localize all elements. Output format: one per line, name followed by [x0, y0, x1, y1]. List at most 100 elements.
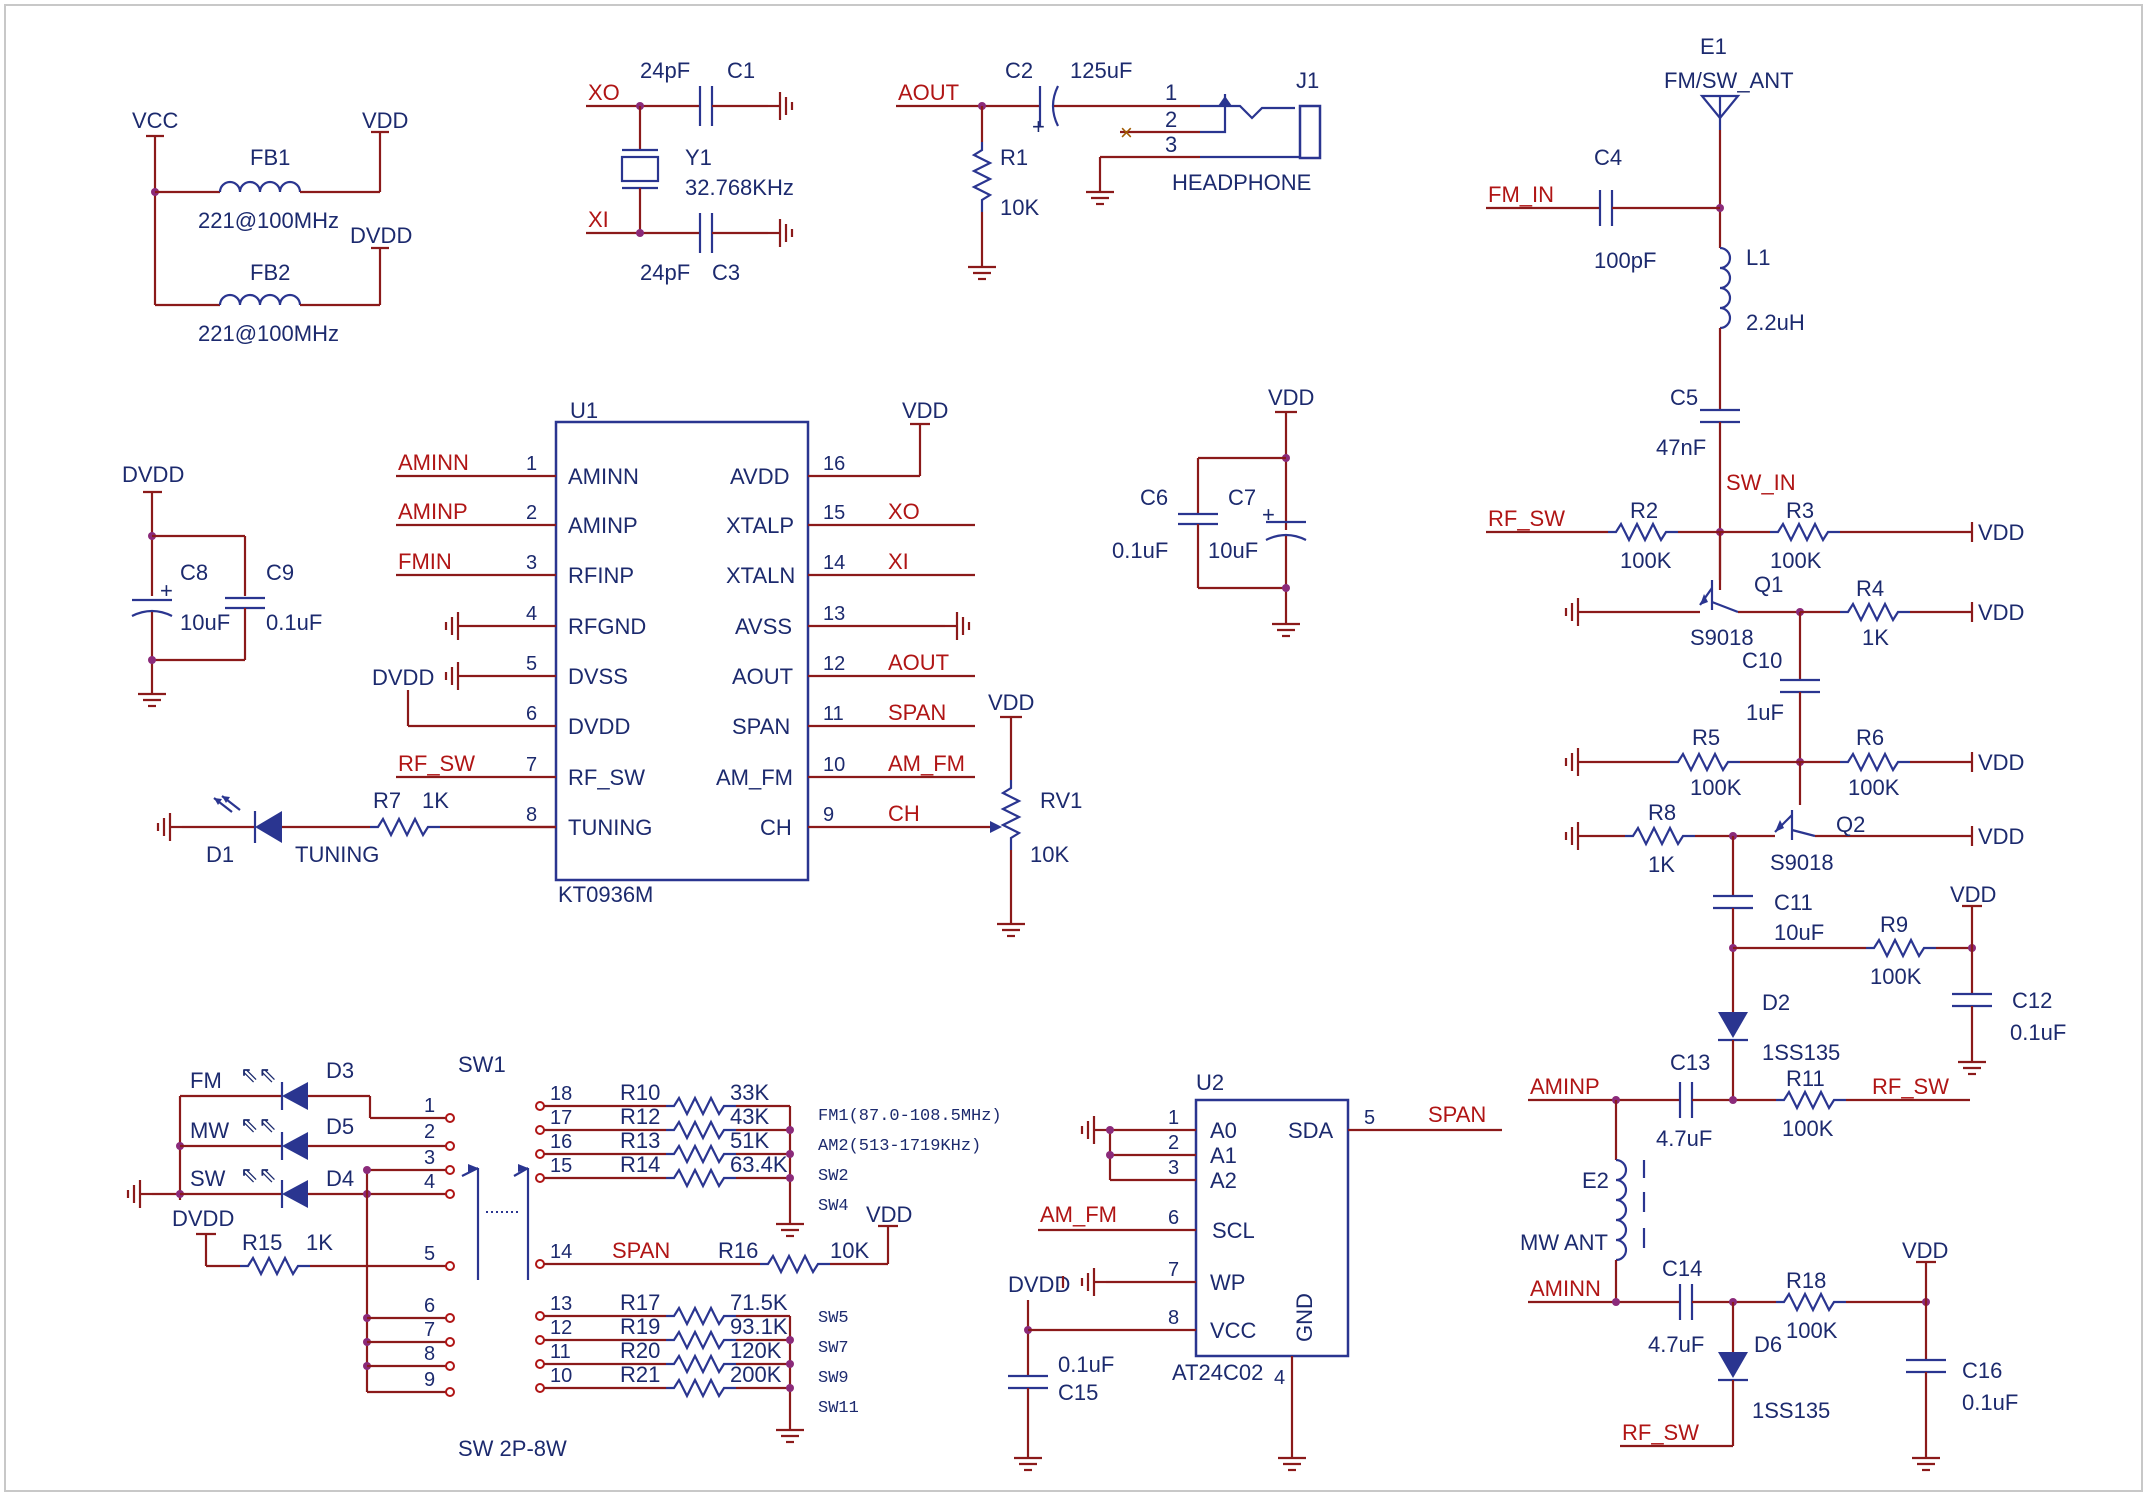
r12-value: 43K [730, 1104, 769, 1129]
dvdd-r15: DVDD [172, 1206, 234, 1231]
led-d3-rays: ⇖⇖ [240, 1062, 277, 1087]
u1-pin16-name: AVDD [730, 464, 790, 489]
u1-right-pins: VDD XO XI AOUT SPAN AM_FM CH 16 15 14 13… [716, 398, 990, 840]
vdd-label-fb1: VDD [362, 108, 408, 133]
tuning-label: TUNING [295, 842, 379, 867]
aminp-net: AMINP [1530, 1074, 1600, 1099]
sw1-pin18: 18 [550, 1083, 572, 1105]
u1-pin10-name: AM_FM [716, 765, 793, 790]
u2-pin-a1: A1 [1210, 1143, 1237, 1168]
r13-value: 51K [730, 1128, 769, 1153]
c2-value: 125uF [1070, 58, 1132, 83]
fb2-inductor [218, 293, 302, 307]
r19-value: 93.1K [730, 1314, 788, 1339]
sw1-pin6: 6 [424, 1295, 435, 1317]
l1-value: 2.2uH [1746, 310, 1805, 335]
u1-left-pins: AMINN AMINP FMIN DVDD RF_SW 1 2 3 4 5 6 … [372, 450, 652, 840]
u2-body [1194, 1098, 1350, 1358]
r1-ref: R1 [1000, 145, 1028, 170]
u1-net-xo: XO [888, 499, 920, 524]
vdd-label-c7: VDD [1268, 385, 1314, 410]
sw1-pin15: 15 [550, 1155, 572, 1177]
u1-pin2-name: AMINP [568, 513, 638, 538]
u1-net-aminp: AMINP [398, 499, 468, 524]
j1-pin3: 3 [1165, 132, 1177, 157]
u2-pin3-num: 3 [1168, 1157, 1179, 1179]
sw1-pin2: 2 [424, 1121, 435, 1143]
u1-pin12-num: 12 [823, 653, 845, 675]
u1-pin13-name: AVSS [735, 614, 792, 639]
u1-pin5-name: DVSS [568, 664, 628, 689]
u1-pin14-name: XTALN [726, 563, 795, 588]
q1-ref: Q1 [1754, 572, 1783, 597]
q1-part: S9018 [1690, 625, 1754, 650]
vdd-label-rv1: VDD [988, 690, 1034, 715]
fb1-inductor [218, 180, 302, 194]
u1-part: KT0936M [558, 882, 653, 907]
u2-pin8-num: 8 [1168, 1307, 1179, 1329]
q2-part: S9018 [1770, 850, 1834, 875]
u2-part: AT24C02 [1172, 1360, 1263, 1385]
u2-pin-a0: A0 [1210, 1118, 1237, 1143]
c11-value: 10uF [1774, 920, 1824, 945]
r9-ref: R9 [1880, 912, 1908, 937]
sw1-pin16: 16 [550, 1131, 572, 1153]
r21-value: 200K [730, 1362, 782, 1387]
dvdd-label-c8: DVDD [122, 462, 184, 487]
band-note-sw5: SW5 [818, 1309, 849, 1328]
u1-body [554, 420, 810, 882]
headphone-section: AOUT + C2 125uF 1 × 2 3 J1 HEADPHONE R1 … [896, 58, 1322, 281]
u1-pin9-name: CH [760, 815, 792, 840]
c9-value: 0.1uF [266, 610, 322, 635]
u1-net-rfsw: RF_SW [398, 751, 475, 776]
sw1-part: SW 2P-8W [458, 1436, 567, 1461]
c6-ref: C6 [1140, 485, 1168, 510]
j1-pin2: 2 [1165, 107, 1177, 132]
sw1-pin7: 7 [424, 1319, 435, 1341]
u1-ref: U1 [570, 398, 598, 423]
c12-value: 0.1uF [2010, 1020, 2066, 1045]
r18-value: 100K [1786, 1318, 1838, 1343]
sw1-pin4: 4 [424, 1171, 435, 1193]
c10-value: 1uF [1746, 700, 1784, 725]
d2-ref: D2 [1762, 990, 1790, 1015]
c6-c7-decoupling: VDD + C6 0.1uF C7 10uF [1112, 385, 1314, 638]
r8-value: 1K [1648, 852, 1675, 877]
led-d4-ref: D4 [326, 1166, 354, 1191]
fb2-ref: FB2 [250, 260, 290, 285]
tuning-led-d1 [255, 811, 282, 843]
u1-net-fmin: FMIN [398, 549, 452, 574]
c16-value: 0.1uF [1962, 1390, 2018, 1415]
u2-pin-wp: WP [1210, 1270, 1245, 1295]
u2-ref: U2 [1196, 1070, 1224, 1095]
fb1-value: 221@100MHz [198, 208, 339, 233]
tuning-section: D1 TUNING R7 1K VDD RV1 10K [156, 690, 1082, 938]
r20-ref: R20 [620, 1338, 660, 1363]
u1-net-aout: AOUT [888, 650, 949, 675]
u1-pin6-num: 6 [526, 703, 537, 725]
c14-ref: C14 [1662, 1256, 1702, 1281]
u1-pin11-name: SPAN [732, 714, 790, 739]
rf-sw-net-3: RF_SW [1622, 1420, 1699, 1445]
q2-ref: Q2 [1836, 812, 1865, 837]
u1-pin7-num: 7 [526, 754, 537, 776]
rf-sw-net-1: RF_SW [1488, 506, 1565, 531]
r4-value: 1K [1862, 625, 1889, 650]
band-note-sw7: SW7 [818, 1339, 849, 1358]
aminn-net: AMINN [1530, 1276, 1601, 1301]
band-note-sw11: SW11 [818, 1399, 859, 1418]
r18-ref: R18 [1786, 1268, 1826, 1293]
u2-pin4-num: 4 [1274, 1367, 1285, 1389]
u2-pin7-num: 7 [1168, 1259, 1179, 1281]
band-note-sw9: SW9 [818, 1369, 849, 1388]
l1-ref: L1 [1746, 245, 1770, 270]
led-d3-fm [282, 1082, 308, 1110]
aout-net: AOUT [898, 80, 959, 105]
led-d4-rays: ⇖⇖ [240, 1162, 277, 1187]
c5-value: 47nF [1656, 435, 1706, 460]
headphone-jack-j1 [1298, 104, 1322, 160]
sw1-pin11: 11 [550, 1341, 571, 1363]
vdd-r6: VDD [1978, 750, 2024, 775]
c3-ref: C3 [712, 260, 740, 285]
c1-value: 24pF [640, 58, 690, 83]
